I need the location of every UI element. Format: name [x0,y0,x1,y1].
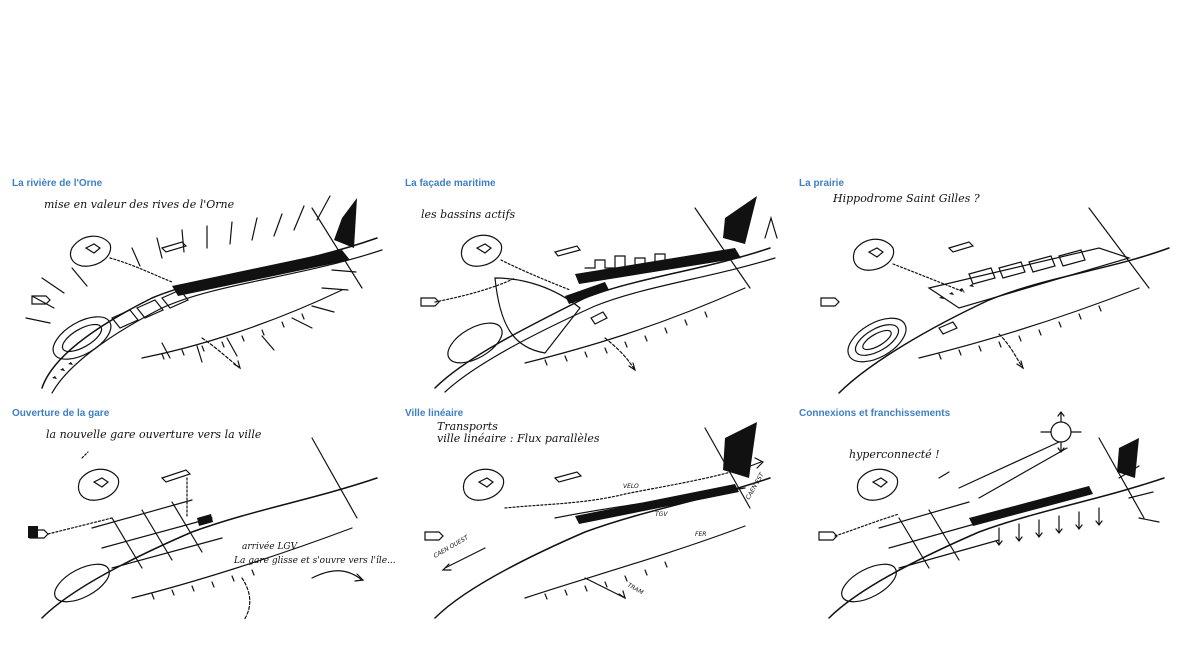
label-fer: FER [695,531,706,538]
panel-connexions: Connexions et franchissements hyperconne… [799,408,1185,630]
sketch-gare [28,437,378,621]
panel-title: La rivière de l'Orne [12,178,103,189]
panel-prairie: La prairie Hippodrome Saint Gilles ? [799,178,1185,400]
sketch-ville-lineaire: VELO TGV FER CAEN OUEST TRAM CAEN EST [424,422,771,619]
panel-ouverture-gare: Ouverture de la gare la nouvelle gare ou… [12,408,398,630]
panel-title: Connexions et franchissements [799,408,951,419]
sketch-riviere [25,195,383,394]
sketch-connexions [818,411,1165,619]
panel-note: mise en valeur des rives de l'Orne [44,198,235,211]
panel-title: La prairie [799,178,845,189]
panel-note: la nouvelle gare ouverture vers la ville [46,428,262,441]
panel-note: hyperconnecté ! [849,448,940,461]
panel-facade-maritime: La façade maritime les bassins actifs [405,178,791,400]
sketch-facade [420,196,778,393]
label-caen-ouest: CAEN OUEST [433,534,471,560]
panel-note-flux: ville linéaire : Flux parallèles [437,432,600,445]
panel-note-glisse: La gare glisse et s'ouvre vers l'île... [234,556,396,566]
label-velo: VELO [623,483,639,490]
panel-title: Ouverture de la gare [12,408,110,419]
panel-note-transports: Transports [437,420,498,433]
label-tgv: TGV [655,511,668,518]
panel-note: les bassins actifs [421,208,516,221]
panel-note-lgv: arrivée LGV [242,542,298,552]
panel-ville-lineaire: Ville linéaire Transports ville linéaire… [405,408,791,630]
panel-title: La façade maritime [405,178,496,189]
label-tram: TRAM [626,582,645,597]
sketch-prairie [820,207,1170,394]
panel-riviere-orne: La rivière de l'Orne mise en valeur des … [12,178,398,400]
panel-note: Hippodrome Saint Gilles ? [833,192,980,205]
panel-title: Ville linéaire [405,408,464,419]
